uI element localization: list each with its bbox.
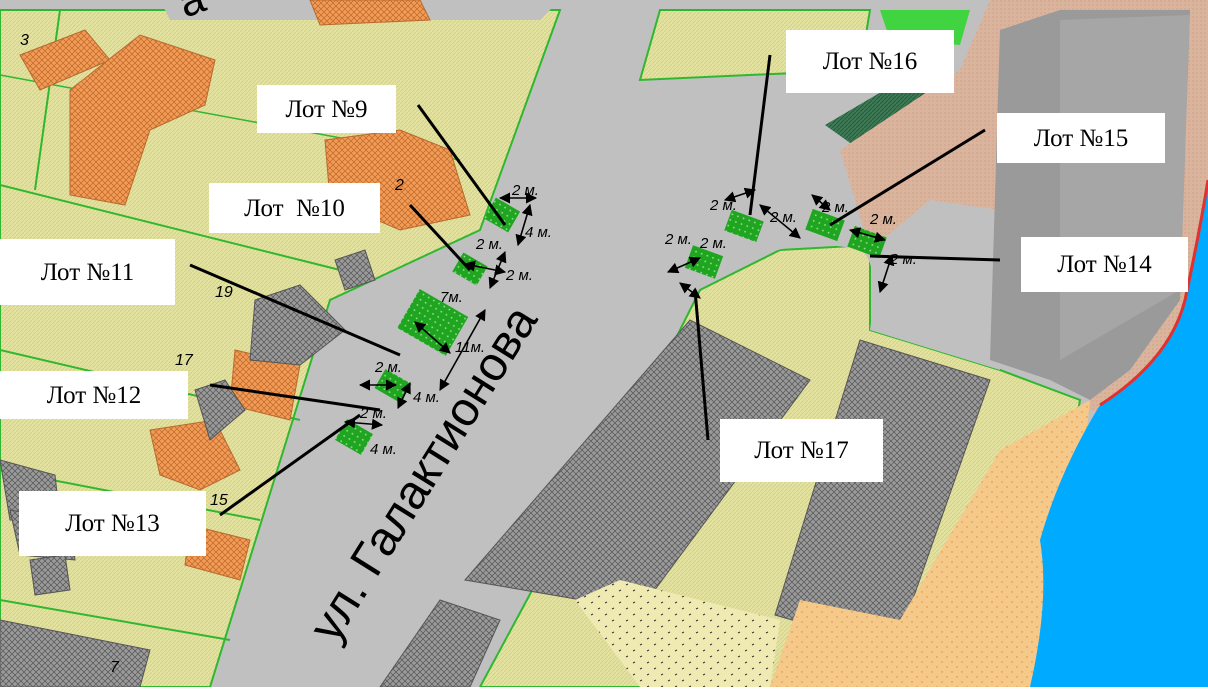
house-number-2: 2 xyxy=(394,177,404,194)
residential-buildings xyxy=(19,0,471,581)
house-number-17: 17 xyxy=(175,352,194,369)
dim-17: 2 м. xyxy=(889,251,917,268)
dim-10: 2 м. xyxy=(359,405,387,422)
house-number-15: 15 xyxy=(210,492,228,509)
house-numbers: 3 2 19 17 15 7 xyxy=(20,32,404,676)
lot-label-14: Лот №14 xyxy=(1021,237,1188,292)
dim-14: 2 м. xyxy=(699,235,727,252)
lot-label-10: Лот №10 xyxy=(209,183,380,233)
dim-4: 2 м. xyxy=(505,267,533,284)
lot-marker-16 xyxy=(724,209,764,243)
dim-1: 2 м. xyxy=(511,182,539,199)
dim-5: 7м. xyxy=(440,289,463,306)
dimension-arrows xyxy=(343,187,895,430)
dim-2: 4 м. xyxy=(525,224,552,241)
dim-12: 2 м. xyxy=(769,209,797,226)
dim-9: 4 м. xyxy=(370,441,397,458)
water xyxy=(1030,180,1208,687)
lot-label-9: Лот №9 xyxy=(257,85,396,133)
house-number-3: 3 xyxy=(20,32,29,49)
dim-11: 2 м. xyxy=(709,197,737,214)
lot-label-13: Лот №13 xyxy=(19,491,206,556)
dim-8: 4 м. xyxy=(413,389,440,406)
dim-15: 2 м. xyxy=(821,199,849,216)
house-number-7: 7 xyxy=(110,659,120,676)
lot-label-11: Лот №11 xyxy=(0,239,175,305)
lot-label-12: Лот №12 xyxy=(0,371,188,419)
dark-green-strip xyxy=(825,75,950,150)
lot-label-17: Лот №17 xyxy=(720,419,883,482)
house-number-19: 19 xyxy=(215,284,233,301)
dimension-texts: 2 м. 4 м. 2 м. 2 м. 7м. 11м. 2 м. 4 м. 4… xyxy=(359,182,917,458)
lot-label-16: Лот №16 xyxy=(786,30,954,93)
sand-area xyxy=(770,400,1090,687)
dim-7: 2 м. xyxy=(374,359,402,376)
dim-13: 2 м. xyxy=(664,231,692,248)
dim-6: 11м. xyxy=(455,339,485,356)
shoreline xyxy=(1099,179,1208,407)
lot-marker-15 xyxy=(805,208,845,242)
leader-lines xyxy=(189,54,1001,517)
dim-16: 2 м. xyxy=(869,211,897,228)
dim-3: 2 м. xyxy=(475,236,503,253)
lot-label-15: Лот №15 xyxy=(997,113,1165,163)
beach-area xyxy=(575,580,780,687)
